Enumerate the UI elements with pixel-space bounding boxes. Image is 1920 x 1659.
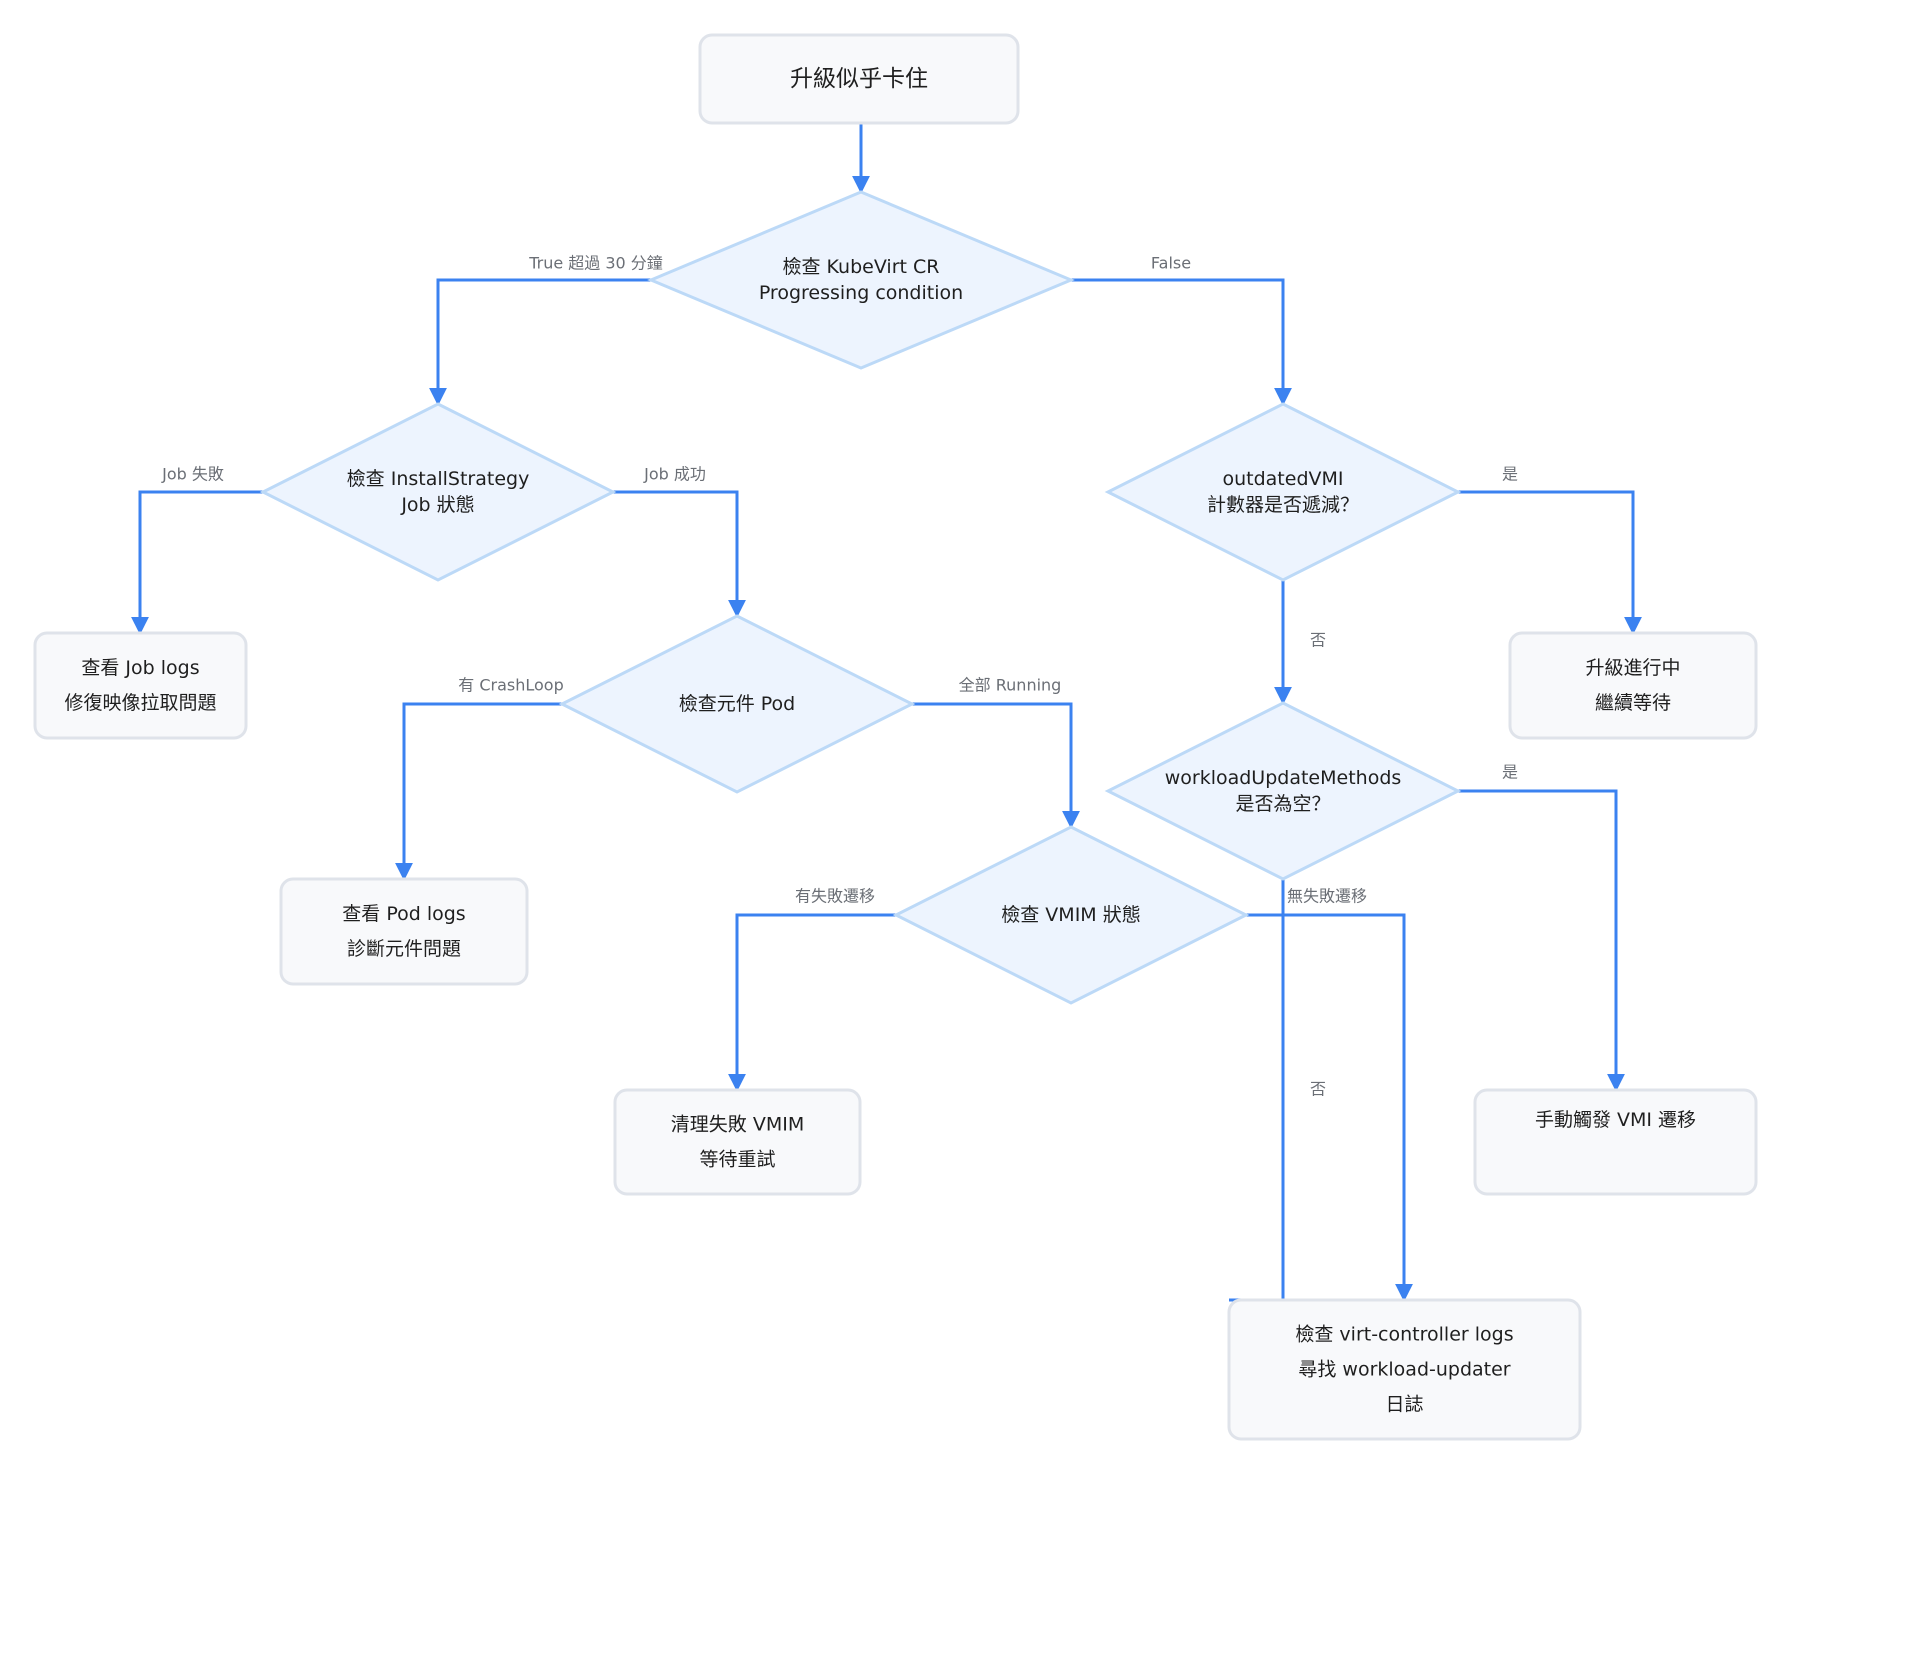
edge-job-failed <box>131 490 263 635</box>
edge-label-vmim-failed: 有失敗遷移 <box>795 887 875 906</box>
edge-vmim-none-failed <box>1246 913 1413 1302</box>
edge-label-job-success: Job 成功 <box>643 465 706 484</box>
decision-diamond <box>1104 402 1462 582</box>
node-text-line: 修復映像拉取問題 <box>64 692 216 714</box>
process-box <box>613 1088 862 1196</box>
edge-pods-running <box>912 702 1080 829</box>
node-text-line: 查看 Job logs <box>81 657 199 679</box>
node-text-line: 計數器是否遞減？ <box>1207 494 1359 516</box>
edge-progressing-true <box>429 278 651 406</box>
node-text-line: 檢查 VMIM 狀態 <box>1001 904 1140 926</box>
node-check-progressing: 檢查 KubeVirt CR Progressing condition <box>647 190 1075 370</box>
decision-diamond <box>892 825 1250 1005</box>
decision-diamond <box>1104 701 1462 881</box>
node-start: 升級似乎卡住 <box>698 33 1020 125</box>
node-text-line: 等待重試 <box>699 1149 775 1171</box>
process-box <box>279 877 529 986</box>
node-text-line: 升級似乎卡住 <box>790 66 928 92</box>
node-check-pods: 檢查元件 Pod <box>558 614 916 794</box>
node-text-line: 檢查元件 Pod <box>679 693 796 715</box>
process-box <box>1473 1088 1758 1196</box>
edge-label-methods-yes: 是 <box>1502 763 1518 782</box>
process-box <box>1227 1298 1582 1441</box>
edge-label-outdated-no: 否 <box>1310 631 1326 650</box>
edge-pods-crashloop <box>395 702 562 881</box>
edge-job-success <box>613 490 746 618</box>
node-check-controller-logs: 檢查 virt-controller logs 尋找 workload-updat… <box>1227 1298 1582 1441</box>
edge-label-pods-crashloop: 有 CrashLoop <box>458 676 564 695</box>
node-view-job-logs: 查看 Job logs 修復映像拉取問題 <box>33 631 248 740</box>
node-text-line: 尋找 workload-updater <box>1298 1359 1510 1381</box>
process-box <box>1508 631 1758 740</box>
node-text-line: 清理失敗 VMIM <box>671 1114 804 1136</box>
process-box <box>33 631 248 740</box>
decision-diamond <box>558 614 916 794</box>
edges-layer <box>131 123 1642 1302</box>
edge-vmim-failed <box>728 913 896 1092</box>
node-check-outdated: outdatedVMI 計數器是否遞減？ <box>1104 402 1462 582</box>
edge-label-pods-running: 全部 Running <box>959 676 1062 695</box>
node-text-line: 檢查 InstallStrategy <box>347 468 530 490</box>
edge-progressing-false <box>1071 278 1292 406</box>
node-text-line: 日誌 <box>1385 1394 1423 1416</box>
node-manual-migration: 手動觸發 VMI 遷移 <box>1473 1088 1758 1196</box>
decision-diamond <box>259 402 617 582</box>
node-text-line: outdatedVMI <box>1222 468 1343 490</box>
edge-label-progressing-true: True 超過 30 分鐘 <box>528 254 663 273</box>
edge-outdated-yes <box>1458 490 1642 635</box>
edge-label-progressing-false: False <box>1151 254 1191 273</box>
node-check-vmim: 檢查 VMIM 狀態 <box>892 825 1250 1005</box>
node-text-line: 升級進行中 <box>1585 657 1680 679</box>
edge-methods-yes <box>1458 789 1625 1092</box>
edge-label-outdated-yes: 是 <box>1502 465 1518 484</box>
edge-label-job-failed: Job 失敗 <box>161 465 224 484</box>
node-check-workload-methods: workloadUpdateMethods 是否為空？ <box>1104 701 1462 881</box>
node-text-line: 檢查 virt-controller logs <box>1295 1324 1513 1346</box>
node-text-line: 查看 Pod logs <box>342 903 465 925</box>
process-box <box>698 33 1020 125</box>
node-view-pod-logs: 查看 Pod logs 診斷元件問題 <box>279 877 529 986</box>
decision-diamond <box>647 190 1075 370</box>
edge-label-vmim-none-failed: 無失敗遷移 <box>1287 887 1367 906</box>
node-text-line: Progressing condition <box>759 282 963 304</box>
edge-label-methods-no: 否 <box>1310 1080 1326 1099</box>
node-text-line: 是否為空？ <box>1235 793 1330 815</box>
node-cleanup-vmim: 清理失敗 VMIM 等待重試 <box>613 1088 862 1196</box>
edge-methods-no <box>1229 879 1285 1302</box>
node-text-line: 檢查 KubeVirt CR <box>783 256 940 278</box>
node-text-line: 診斷元件問題 <box>347 938 461 960</box>
node-text-line: workloadUpdateMethods <box>1165 767 1402 789</box>
node-text-line: 手動觸發 VMI 遷移 <box>1535 1109 1696 1131</box>
node-text-line: 繼續等待 <box>1595 692 1671 714</box>
node-text-line: Job 狀態 <box>400 494 474 516</box>
